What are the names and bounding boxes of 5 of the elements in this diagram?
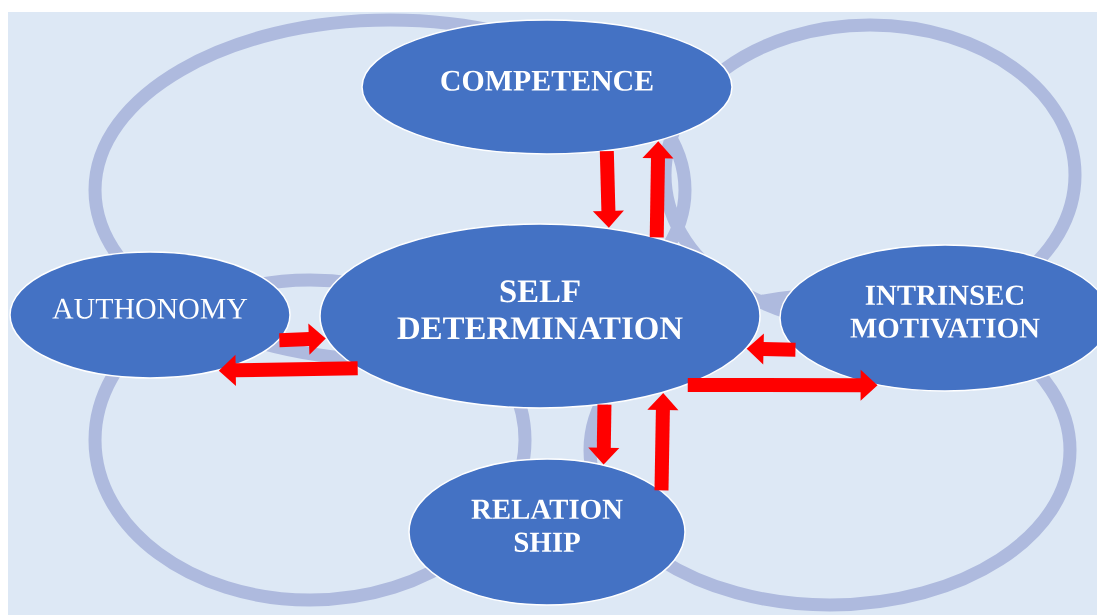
ellipse-node: AUTHONOMY (9, 251, 291, 379)
ellipse-node: INTRINSEC MOTIVATION (779, 244, 1097, 392)
ellipse-node: COMPETENCE (361, 19, 733, 155)
ellipse-node: SELF DETERMINATION (319, 223, 761, 409)
ellipse-node: RELATION SHIP (408, 458, 686, 606)
